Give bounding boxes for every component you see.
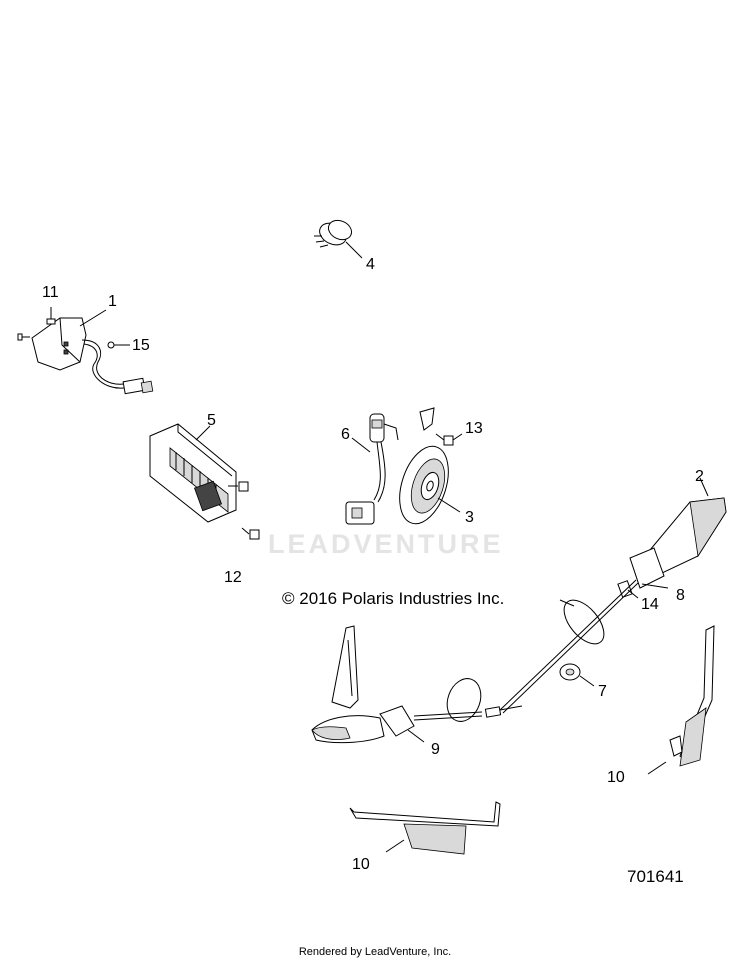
footer-credit: Rendered by LeadVenture, Inc. bbox=[298, 946, 452, 958]
spacer-part-14[interactable] bbox=[617, 580, 639, 599]
copyright-notice: © 2016 Polaris Industries Inc. bbox=[282, 589, 505, 608]
callout-15[interactable]: 15 bbox=[132, 337, 150, 354]
control-module-part-5[interactable] bbox=[149, 423, 260, 540]
watermark-text: LEADVENTURE bbox=[268, 529, 504, 559]
figure-number: 701641 bbox=[627, 867, 684, 886]
callout-7[interactable]: 7 bbox=[598, 683, 607, 700]
grommet-part-7[interactable] bbox=[559, 663, 595, 687]
callout-1[interactable]: 1 bbox=[108, 293, 117, 310]
callout-6[interactable]: 6 bbox=[341, 426, 350, 443]
callout-9[interactable]: 9 bbox=[431, 741, 440, 758]
turn-signal-part-9[interactable] bbox=[311, 625, 487, 744]
turn-signal-part-2[interactable] bbox=[629, 477, 727, 589]
horn-harness-part-6[interactable] bbox=[345, 413, 399, 525]
callout-11[interactable]: 11 bbox=[42, 284, 59, 301]
callout-14[interactable]: 14 bbox=[641, 596, 659, 613]
horn-part-3[interactable] bbox=[391, 407, 463, 530]
callout-13[interactable]: 13 bbox=[465, 420, 483, 437]
relay-part-4[interactable] bbox=[314, 217, 363, 259]
bracket-part-10-upper[interactable] bbox=[647, 625, 715, 775]
callout-10-lower[interactable]: 10 bbox=[352, 856, 370, 873]
callout-10-upper[interactable]: 10 bbox=[607, 769, 625, 786]
callout-3[interactable]: 3 bbox=[465, 509, 474, 526]
switch-assembly-part-1[interactable] bbox=[17, 307, 154, 395]
bracket-part-10-lower[interactable] bbox=[349, 801, 501, 855]
callout-8[interactable]: 8 bbox=[676, 587, 685, 604]
turn-signal-wire[interactable] bbox=[484, 579, 639, 718]
callout-5[interactable]: 5 bbox=[207, 412, 216, 429]
callout-2[interactable]: 2 bbox=[695, 468, 704, 485]
callout-12[interactable]: 12 bbox=[224, 569, 242, 586]
callout-4[interactable]: 4 bbox=[366, 256, 375, 273]
